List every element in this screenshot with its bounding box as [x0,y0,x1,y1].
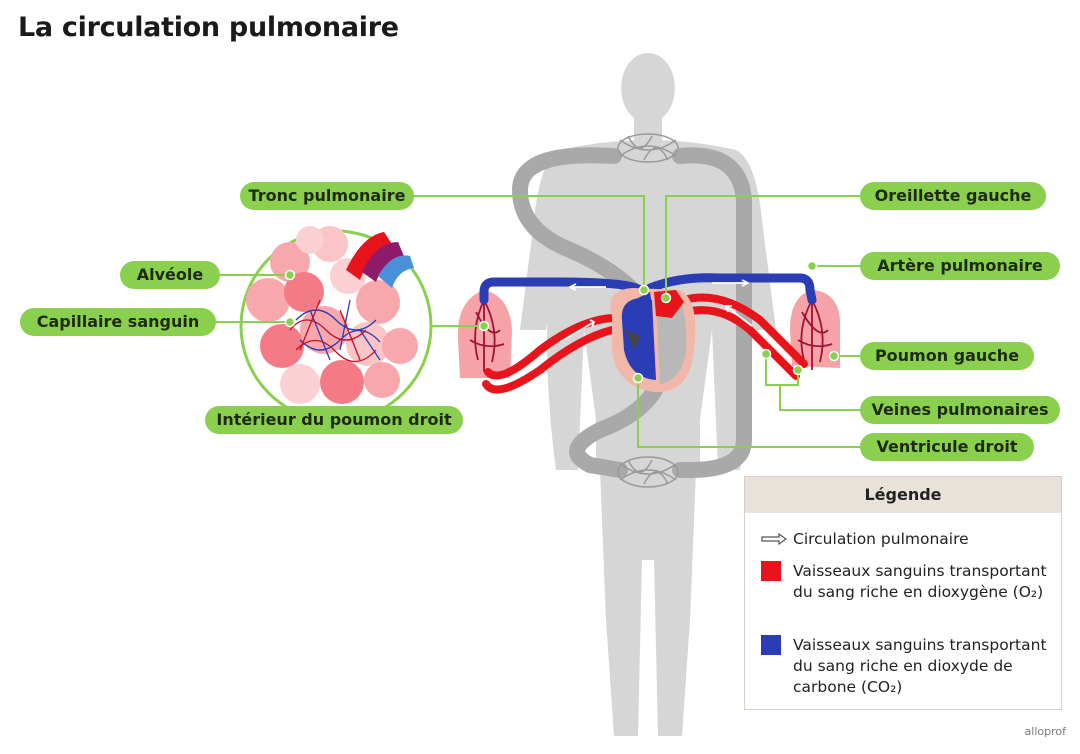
flow-arrows [559,279,753,343]
leader-dots [284,260,840,384]
lung-interior-magnified [239,226,433,423]
blue-swatch-icon [761,635,781,655]
label-veines-pulmonaires: Veines pulmonaires [860,396,1060,424]
label-tronc-pulmonaire: Tronc pulmonaire [240,182,414,210]
label-artere-pulmonaire: Artère pulmonaire [860,252,1060,280]
label-poumon-gauche: Poumon gauche [860,342,1034,370]
heart [610,288,696,393]
legend-box: Légende Circulation pulmonaire Vaisseaux… [744,476,1062,710]
page-title: La circulation pulmonaire [18,12,399,43]
legend-blue-label: Vaisseaux sanguins transportant du sang … [793,636,1047,696]
leg-capillaries [617,456,679,488]
left-lung [790,290,840,370]
label-interieur-poumon-droit: Intérieur du poumon droit [205,406,463,434]
label-ventricule-droit: Ventricule droit [860,433,1034,461]
arrow-icon [761,533,787,545]
label-capillaire-sanguin: Capillaire sanguin [20,308,216,336]
legend-red-label: Vaisseaux sanguins transportant du sang … [793,562,1047,601]
legend-heading: Légende [745,477,1061,513]
watermark: alloprof [1024,725,1066,738]
leader-lines [216,195,860,448]
legend-arrow-label: Circulation pulmonaire [793,530,969,548]
label-alveole: Alvéole [120,261,220,289]
pulmonary-arteries [479,273,817,305]
head-capillaries [617,133,679,163]
right-lung [457,290,512,378]
label-oreillette-gauche: Oreillette gauche [860,182,1046,210]
red-swatch-icon [761,561,781,581]
